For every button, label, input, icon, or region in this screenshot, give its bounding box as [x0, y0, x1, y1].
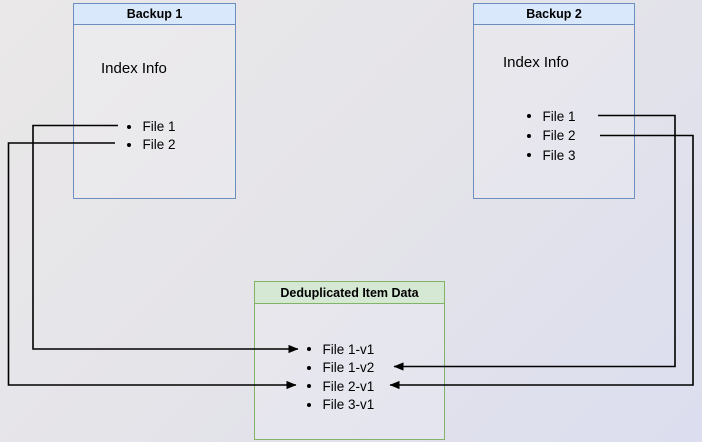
bullet-icon: [306, 384, 311, 389]
bullet-icon: [126, 142, 131, 147]
backup1-file-2: File 2: [126, 136, 176, 154]
backup2-header: Backup 2: [474, 4, 634, 25]
backup1-file-list: File 1 File 2: [126, 118, 176, 154]
backup2-file-1: File 1: [526, 107, 576, 127]
bullet-icon: [126, 124, 131, 129]
bullet-icon: [306, 365, 311, 370]
dedup-item-file1-v1-label: File 1-v1: [322, 341, 375, 357]
bullet-icon: [526, 133, 531, 138]
backup1-box: Backup 1 Index Info File 1 File 2: [73, 3, 236, 199]
dedup-header: Deduplicated Item Data: [255, 282, 444, 304]
backup2-file-3: File 3: [526, 146, 576, 166]
dedup-item-file1-v2-label: File 1-v2: [322, 360, 375, 376]
deduplicated-item-data-box: Deduplicated Item Data File 1-v1 File 1-…: [254, 281, 445, 440]
dedup-item-file3-v1: File 3-v1: [306, 396, 375, 415]
backup1-file-2-label: File 2: [142, 137, 176, 152]
dedup-item-file2-v1: File 2-v1: [306, 377, 375, 396]
bullet-icon: [306, 347, 311, 352]
bullet-icon: [526, 153, 531, 158]
backup2-title: Backup 2: [526, 7, 582, 21]
backup2-file-2-label: File 2: [542, 128, 576, 144]
dedup-item-file1-v1: File 1-v1: [306, 340, 375, 359]
backup2-index-info-label: Index Info: [503, 54, 569, 71]
bullet-icon: [526, 114, 531, 119]
dedup-item-file1-v2: File 1-v2: [306, 359, 375, 378]
backup1-index-info-label: Index Info: [101, 60, 167, 77]
backup2-file-list: File 1 File 2 File 3: [526, 107, 576, 166]
dedup-item-file2-v1-label: File 2-v1: [322, 378, 375, 394]
bullet-icon: [306, 402, 311, 407]
backup1-file-1: File 1: [126, 118, 176, 136]
backup1-header: Backup 1: [74, 4, 235, 25]
dedup-item-file3-v1-label: File 3-v1: [322, 397, 375, 413]
backup1-title: Backup 1: [126, 7, 183, 21]
backup2-file-1-label: File 1: [542, 108, 576, 124]
backup1-file-1-label: File 1: [142, 119, 176, 134]
backup2-file-2: File 2: [526, 126, 576, 146]
dedup-item-list: File 1-v1 File 1-v2 File 2-v1 File 3-v1: [306, 340, 375, 415]
backup2-file-3-label: File 3: [542, 147, 576, 163]
dedup-title: Deduplicated Item Data: [280, 286, 419, 300]
backup2-box: Backup 2 Index Info File 1 File 2 File 3: [473, 3, 635, 199]
